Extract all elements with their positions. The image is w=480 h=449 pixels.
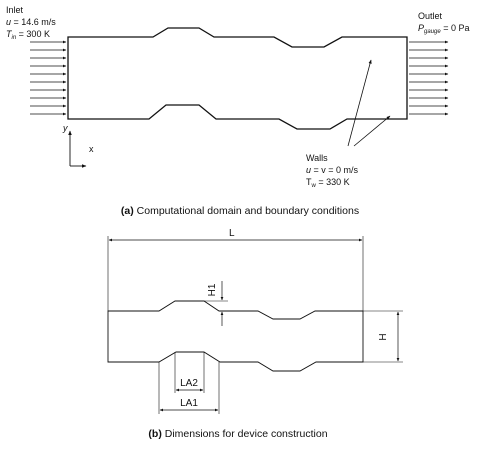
inlet-velocity: u = 14.6 m/s [6, 17, 56, 27]
wall-pointer-top [347, 59, 372, 147]
axis-x-label: x [89, 144, 94, 154]
la2-label: LA2 [180, 378, 198, 389]
walls-temperature: Tw = 330 K [306, 177, 350, 189]
outlet-title: Outlet [418, 11, 443, 21]
inlet-temperature: Tin = 300 K [6, 29, 50, 41]
inlet-arrows [30, 40, 67, 116]
outlet-arrows [409, 40, 449, 116]
inlet-title: Inlet [6, 5, 24, 15]
wall-pointer-bottom [353, 115, 391, 147]
axis-y-label: y [62, 123, 68, 133]
length-label: L [229, 228, 235, 239]
outlet-pressure: Pgauge = 0 Pa [418, 23, 469, 35]
bump-label: H1 [207, 283, 218, 296]
domain-outline [67, 27, 408, 130]
device-outline [107, 300, 364, 372]
panel-b: L H H1 LA2 LA1 (b) Dimensions for device… [107, 228, 403, 440]
walls-velocity: u = v = 0 m/s [306, 165, 359, 175]
walls-title: Walls [306, 153, 328, 163]
caption-b: (b) Dimensions for device construction [148, 428, 327, 440]
caption-a: (a) Computational domain and boundary co… [121, 205, 359, 217]
la1-label: LA1 [180, 398, 198, 409]
height-label: H [378, 333, 389, 340]
panel-a: Inlet u = 14.6 m/s Tin = 300 K Outlet Pg… [6, 5, 469, 217]
